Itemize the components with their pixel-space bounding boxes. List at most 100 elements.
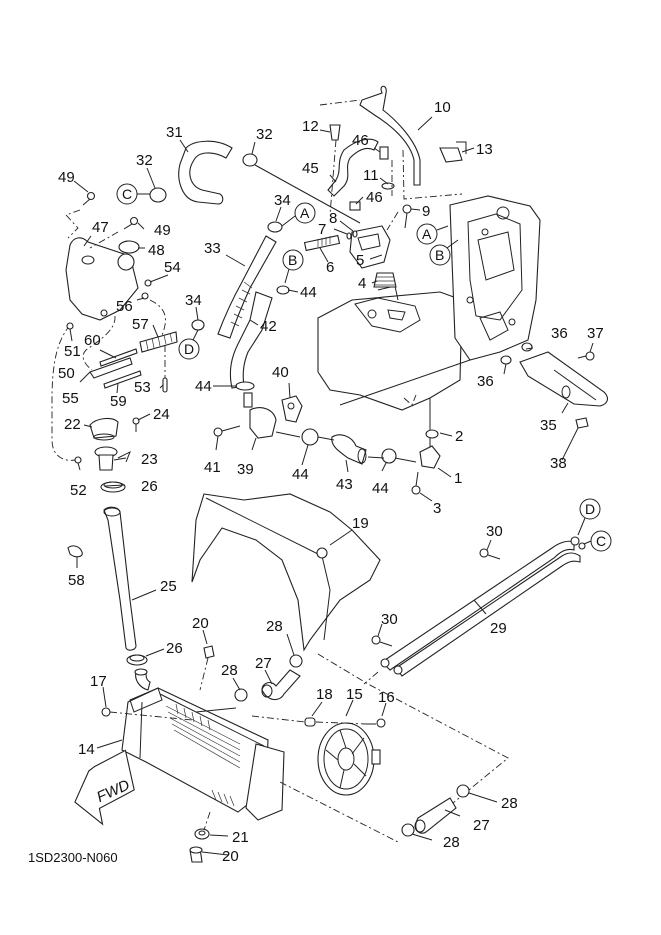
callout-27-bottom: 27 — [473, 817, 490, 834]
bolt-16 — [366, 718, 386, 728]
radiator-hose-25 — [103, 506, 137, 651]
callout-49-top: 49 — [58, 169, 75, 186]
callout-36-right: 36 — [551, 325, 568, 342]
svg-text:B: B — [288, 252, 297, 268]
callout-28-b: 28 — [266, 618, 283, 635]
callout-44-c: 44 — [292, 466, 309, 483]
leader-lines — [69, 116, 594, 856]
damper-21 — [194, 828, 210, 840]
callout-13: 13 — [476, 141, 493, 158]
callout-20-top: 20 — [192, 615, 209, 632]
bolt-17 — [101, 707, 193, 721]
fan-motor-assembly-15 — [317, 722, 381, 796]
callout-24: 24 — [153, 406, 170, 423]
callout-15: 15 — [346, 686, 363, 703]
callout-29: 29 — [490, 620, 507, 637]
pipe-39 — [243, 392, 277, 439]
radiator-14 — [121, 668, 285, 821]
hose-53 — [162, 377, 168, 393]
callout-45: 45 — [302, 160, 319, 177]
connection-marker-d-left: D — [178, 329, 200, 360]
callout-44-left: 44 — [195, 378, 212, 395]
callout-53: 53 — [134, 379, 151, 396]
hose-clamp-44b — [235, 381, 255, 391]
callout-5: 5 — [356, 252, 364, 269]
svg-text:B: B — [435, 247, 444, 263]
callout-46-top: 46 — [352, 132, 369, 149]
callout-50: 50 — [58, 365, 75, 382]
bolt-37 — [577, 351, 595, 361]
radiator-cap-22 — [89, 417, 119, 441]
callout-39: 39 — [237, 461, 254, 478]
callout-17: 17 — [90, 673, 107, 690]
callout-55: 55 — [62, 390, 79, 407]
pipe-35 — [519, 351, 609, 407]
collar-18 — [304, 717, 316, 727]
pipe-assembly-29 — [380, 536, 586, 677]
callout-60: 60 — [84, 332, 101, 349]
filler-neck-23 — [94, 446, 131, 471]
callout-46-bottom: 46 — [366, 189, 383, 206]
callout-52: 52 — [70, 482, 87, 499]
callout-16: 16 — [378, 689, 395, 706]
callout-32-right: 32 — [256, 126, 273, 143]
callout-18: 18 — [316, 686, 333, 703]
hose-clamp-28a — [234, 688, 248, 702]
svg-text:D: D — [184, 341, 194, 357]
protector-55-59-60 — [89, 348, 142, 389]
corrugated-hose-33 — [217, 235, 277, 339]
callout-12: 12 — [302, 118, 319, 135]
bolt-9 — [402, 204, 412, 229]
callout-36-left: 36 — [477, 373, 494, 390]
callout-3: 3 — [433, 500, 441, 517]
clamp-52 — [74, 456, 82, 464]
callout-34-left: 34 — [185, 292, 202, 309]
callout-54: 54 — [164, 259, 181, 276]
callout-22: 22 — [64, 416, 81, 433]
o-ring-2 — [425, 429, 439, 439]
bolt-3 — [411, 471, 421, 495]
hose-27a — [261, 669, 301, 701]
callout-10: 10 — [434, 99, 451, 116]
reservoir-tank — [65, 237, 139, 321]
grommet-20b — [189, 846, 203, 863]
hose-27b — [414, 797, 457, 834]
callout-21: 21 — [232, 829, 249, 846]
callout-14: 14 — [78, 741, 95, 758]
callout-25: 25 — [160, 578, 177, 595]
connection-marker-c-left: C — [116, 183, 150, 205]
hose-clamp-28c — [456, 784, 470, 798]
hose-clamp-28d — [401, 823, 415, 837]
callout-31: 31 — [166, 124, 183, 141]
callout-28-d: 28 — [443, 834, 460, 851]
clamp-46b — [349, 201, 361, 211]
callout-32-left: 32 — [136, 152, 153, 169]
hose-clamp-44a — [276, 285, 290, 295]
hose-clamp-26b — [126, 654, 148, 666]
screw-24 — [132, 417, 140, 432]
hose-clamp-32b — [242, 153, 258, 167]
engine-crankcase — [449, 195, 541, 361]
connection-marker-a-left: A — [281, 202, 316, 227]
svg-text:D: D — [585, 501, 595, 517]
forward-direction-arrow: FWD — [74, 749, 135, 826]
air-shroud-19 — [191, 493, 381, 652]
svg-text:C: C — [122, 186, 132, 202]
connection-marker-a-right: A — [416, 223, 449, 245]
breather-hose-10 — [359, 85, 421, 186]
callout-28-a: 28 — [221, 662, 238, 679]
thermostat — [373, 272, 397, 288]
bolt-30b — [371, 635, 393, 647]
callout-40: 40 — [272, 364, 289, 381]
clamp-54 — [144, 279, 152, 287]
radiator-hose-31 — [178, 140, 233, 205]
temperature-sensor — [303, 234, 341, 252]
callout-35: 35 — [540, 417, 557, 434]
grommet-20a — [199, 645, 215, 691]
o-rings-7-8 — [346, 230, 358, 240]
callout-2: 2 — [455, 428, 463, 445]
svg-text:C: C — [596, 533, 606, 549]
hose-clamp-44c — [301, 428, 319, 446]
callout-44-d: 44 — [372, 480, 389, 497]
clamp-51 — [66, 322, 74, 330]
